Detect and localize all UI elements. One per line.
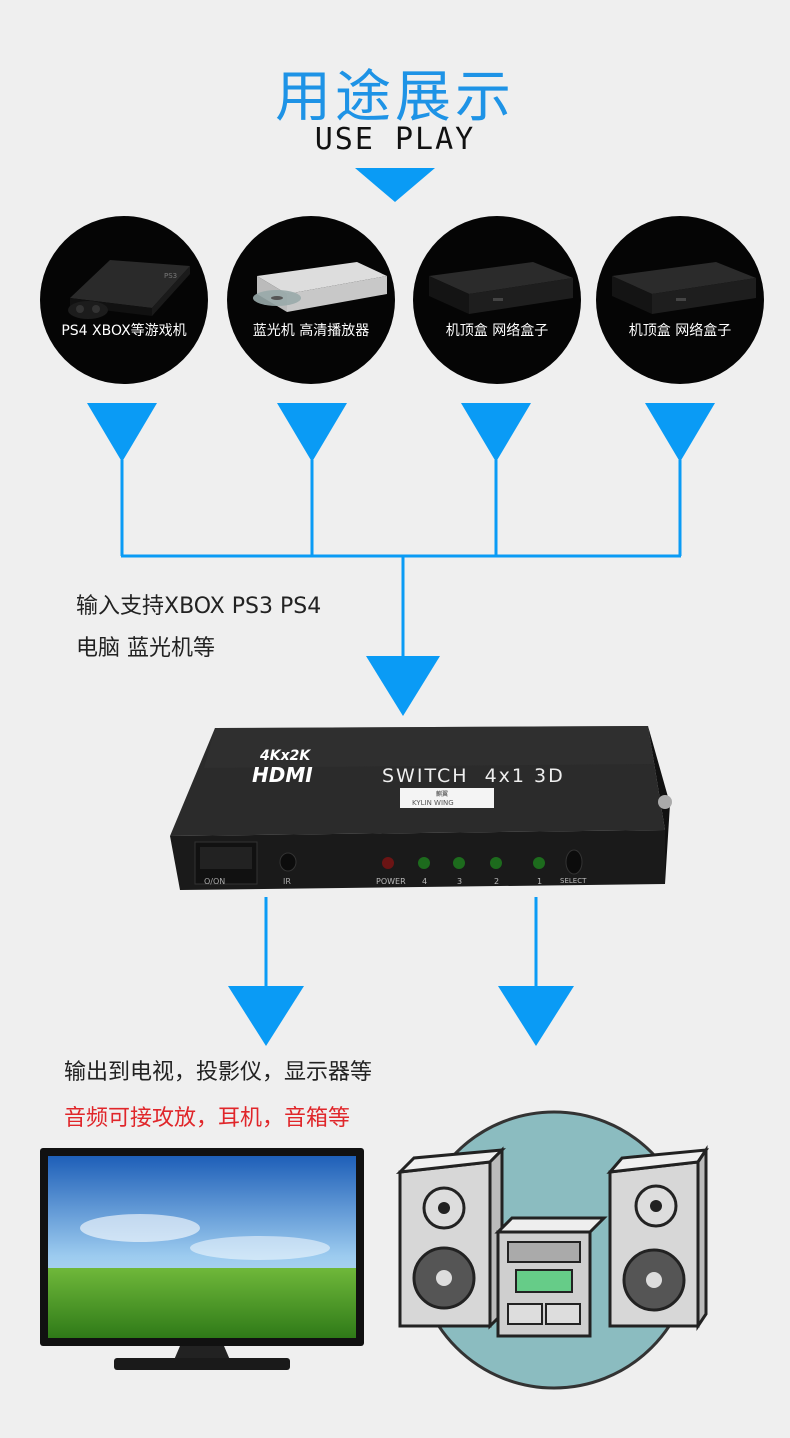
ir-label: IR [283, 877, 291, 886]
source-game-console: PS3 PS4 XBOX等游戏机 [40, 216, 208, 384]
source-settop-2: 机顶盒 网络盒子 [596, 216, 764, 384]
hdmi-switch-device: 4Kx2K HDMI SWITCH 4x1 3D 麒翼 KYLIN WING O… [170, 726, 672, 890]
source-label: 机顶盒 网络盒子 [628, 323, 732, 339]
port-4-label: 4 [422, 877, 427, 886]
input-arrow [366, 656, 440, 716]
game-console-icon: PS3 [68, 260, 190, 319]
power-led-label: POWER [376, 877, 406, 886]
output-arrow-audio [498, 986, 574, 1046]
page-subtitle: USE PLAY [314, 122, 476, 157]
hdmi-logo: HDMI [252, 763, 313, 787]
output-note-line2: 音频可接攻放，耳机，音箱等 [64, 1106, 351, 1131]
source-arrow-3 [461, 403, 531, 462]
tv-icon [40, 1148, 364, 1370]
output-arrow-tv [228, 986, 304, 1046]
input-note-line1: 输入支持XBOX PS3 PS4 [76, 594, 322, 619]
header-arrow-icon [355, 168, 435, 202]
source-label: PS4 XBOX等游戏机 [61, 323, 187, 339]
bluray-player-icon [253, 262, 387, 312]
maker-label: KYLIN WING [412, 799, 454, 807]
set-top-box-icon [612, 262, 756, 314]
resolution-label: 4Kx2K [259, 748, 311, 764]
port-1-label: 1 [537, 877, 542, 886]
source-arrow-2 [277, 403, 347, 462]
page-title: 用途展示 [275, 65, 515, 130]
source-arrow-4 [645, 403, 715, 462]
input-note-line2: 电脑 蓝光机等 [76, 636, 215, 661]
model-label: SWITCH 4x1 3D [382, 765, 565, 787]
port-2-label: 2 [494, 877, 499, 886]
source-settop-1: 机顶盒 网络盒子 [413, 216, 581, 384]
power-switch-label: O/ON [204, 877, 225, 886]
source-label: 机顶盒 网络盒子 [445, 323, 549, 339]
set-top-box-icon [429, 262, 573, 314]
port-3-label: 3 [457, 877, 462, 886]
source-arrow-1 [87, 403, 157, 462]
source-label: 蓝光机 高清播放器 [252, 323, 370, 339]
output-note-line1: 输出到电视，投影仪，显示器等 [64, 1060, 373, 1085]
svg-text:PS3: PS3 [164, 272, 177, 280]
speaker-system-icon [395, 1110, 709, 1390]
select-label: SELECT [560, 877, 587, 885]
maker-cn: 麒翼 [436, 790, 448, 798]
source-bluray: 蓝光机 高清播放器 [227, 216, 395, 384]
